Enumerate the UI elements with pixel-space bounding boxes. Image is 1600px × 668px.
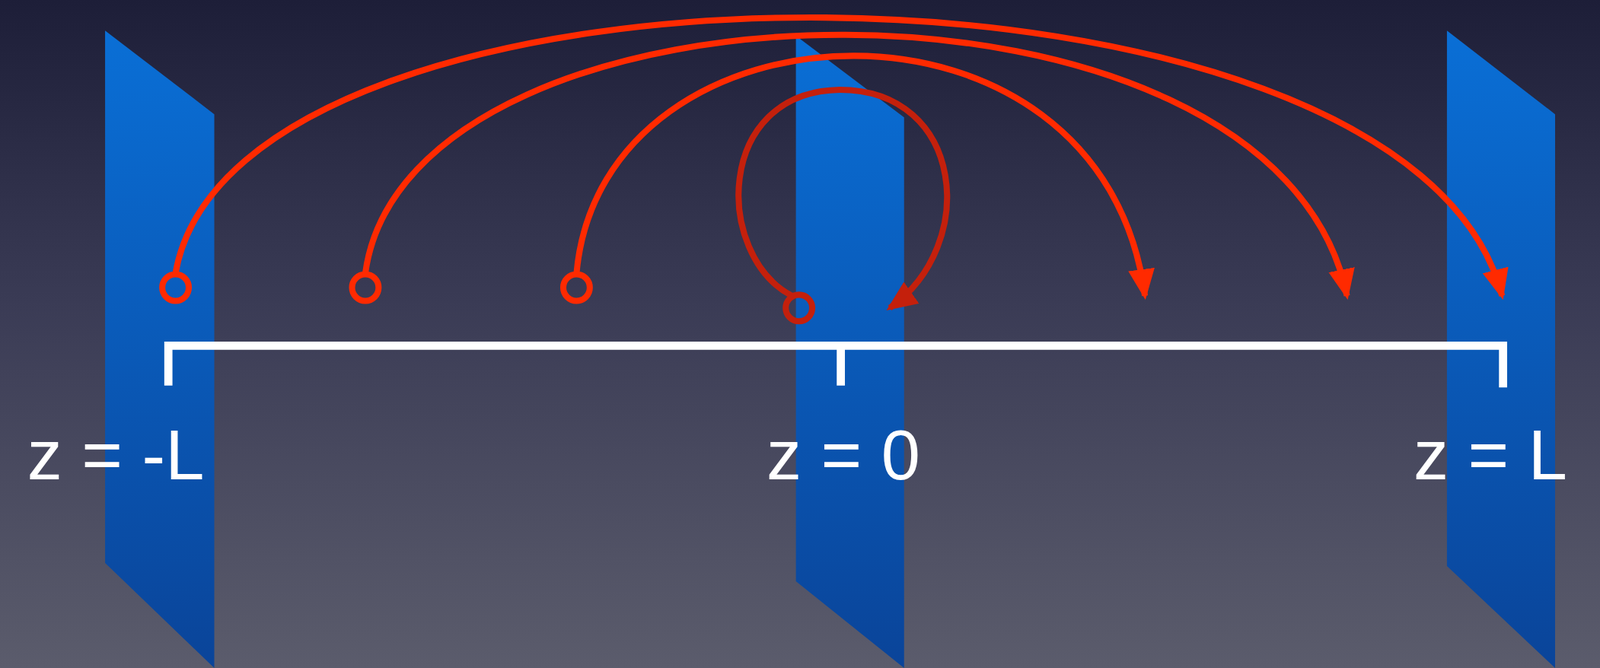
mapping-arc	[175, 17, 1503, 297]
source-point	[785, 294, 813, 322]
source-point	[351, 274, 379, 302]
axis-label: z = L	[1413, 420, 1568, 491]
mapping-arc	[365, 35, 1348, 297]
axis-label: z = 0	[766, 420, 921, 491]
source-point	[162, 274, 189, 302]
axis-label: z = -L	[27, 420, 205, 491]
plane	[796, 35, 905, 668]
self-loop-arc	[738, 89, 947, 309]
source-point	[563, 274, 590, 302]
z-axis-ruler	[168, 345, 1503, 388]
